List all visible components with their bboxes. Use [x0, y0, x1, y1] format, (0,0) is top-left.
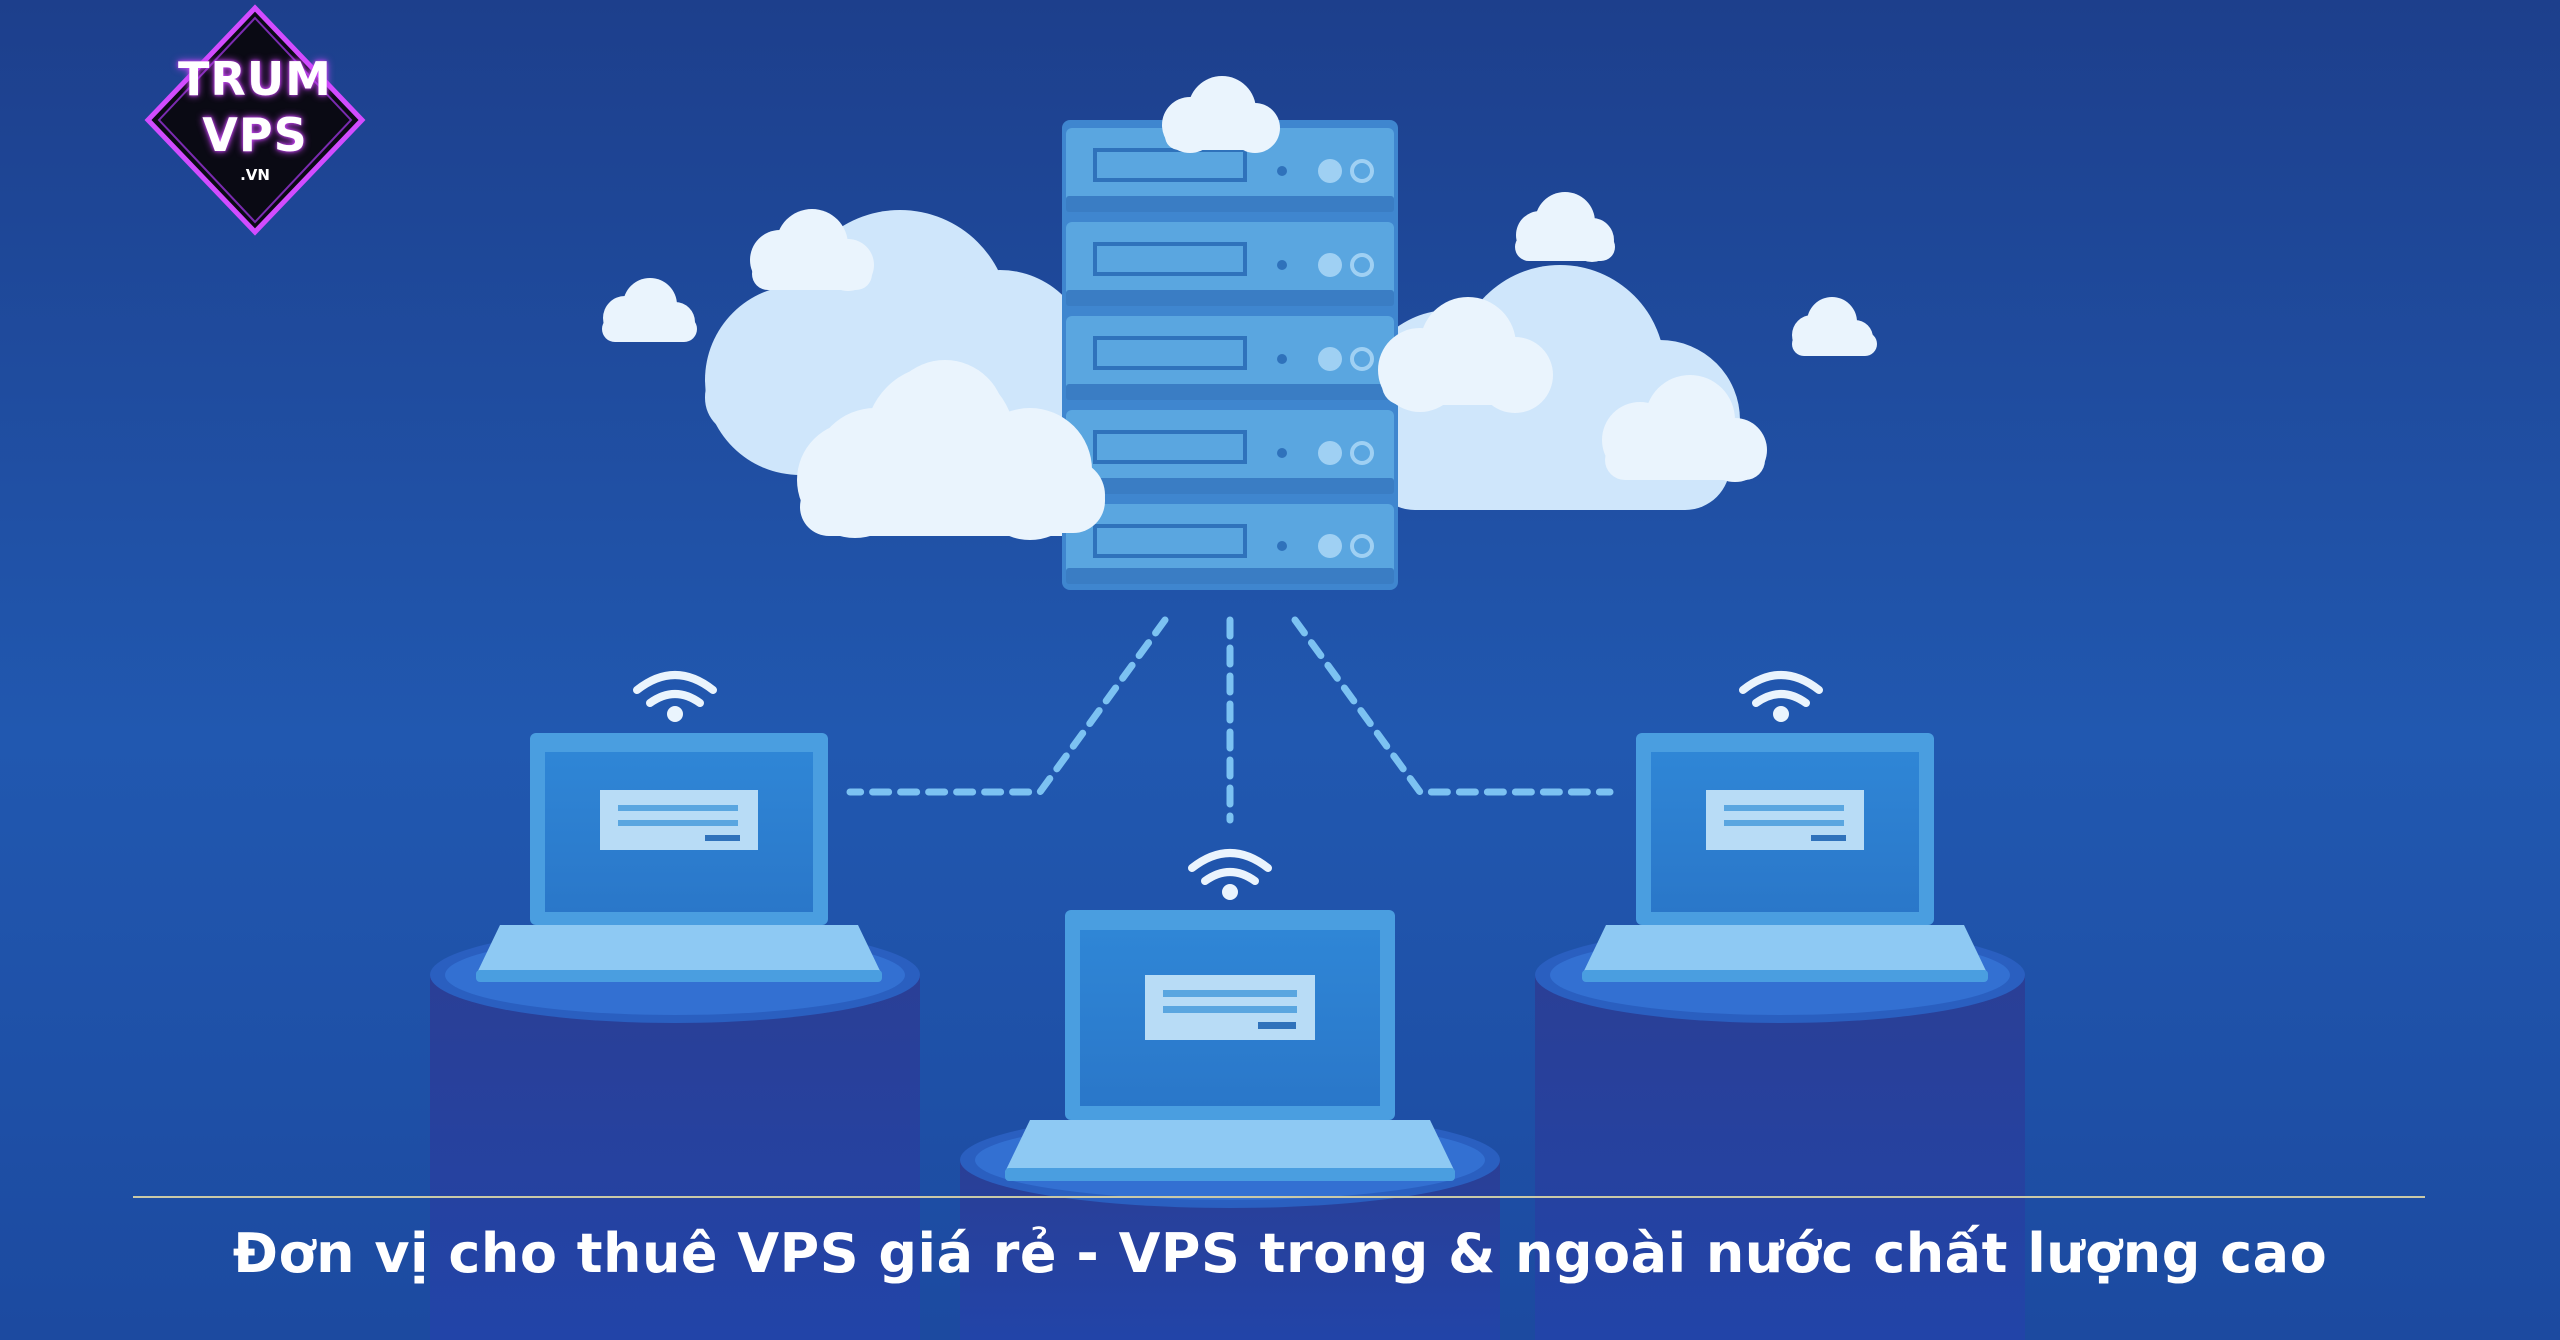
- laptop-icon: [476, 733, 882, 982]
- server-unit: [1066, 410, 1394, 494]
- caption-divider: [133, 1196, 2425, 1198]
- banner-caption: Đơn vị cho thuê VPS giá rẻ - VPS trong &…: [232, 1222, 2328, 1285]
- cloud-icon: [1602, 375, 1767, 482]
- cloud-icon: [602, 278, 697, 342]
- logo-diamond-shape: [144, 4, 366, 236]
- wifi-icon: [1188, 849, 1272, 900]
- logo-text-trum: TRUM: [178, 52, 332, 106]
- cloud-icon: [1515, 192, 1615, 262]
- cloud-icon: [1378, 297, 1553, 413]
- wifi-icon: [1739, 671, 1823, 722]
- server-unit: [1066, 504, 1394, 584]
- laptop-icon: [1582, 733, 1988, 982]
- cloud-icon: [1162, 76, 1280, 153]
- cloud-icon: [810, 360, 1105, 533]
- server-unit: [1066, 316, 1394, 400]
- trumvps-logo[interactable]: TRUM VPS .VN: [140, 0, 370, 240]
- laptop-icon: [1005, 910, 1455, 1181]
- logo-text-domain: .VN: [240, 166, 270, 184]
- network-connections: [846, 616, 1614, 824]
- wifi-icon: [633, 671, 717, 722]
- cloud-icon: [750, 209, 874, 291]
- logo-text-vps: VPS: [202, 108, 308, 162]
- server-rack-icon: [1062, 120, 1398, 590]
- server-unit: [1066, 222, 1394, 306]
- cloud-icon: [1792, 297, 1877, 356]
- server-unit: [1066, 128, 1394, 212]
